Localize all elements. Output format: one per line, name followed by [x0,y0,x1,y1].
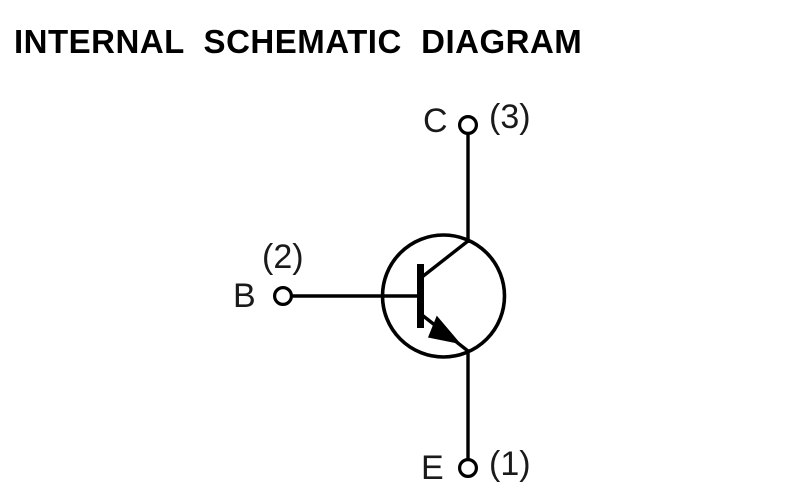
base-terminal-node [273,286,294,307]
collector-terminal-letter: C [423,102,448,140]
collector-pin-number: (3) [489,98,531,136]
emitter-terminal-letter: E [421,449,444,487]
emitter-arrowhead [427,315,461,345]
base-terminal-letter: B [233,277,256,315]
page-title: INTERNAL SCHEMATIC DIAGRAM [14,23,583,60]
emitter-pin-number: (1) [489,445,531,483]
collector-diagonal [420,239,470,279]
collector-terminal-node [458,114,479,135]
emitter-terminal-node [458,458,479,479]
base-pin-number: (2) [262,238,304,276]
